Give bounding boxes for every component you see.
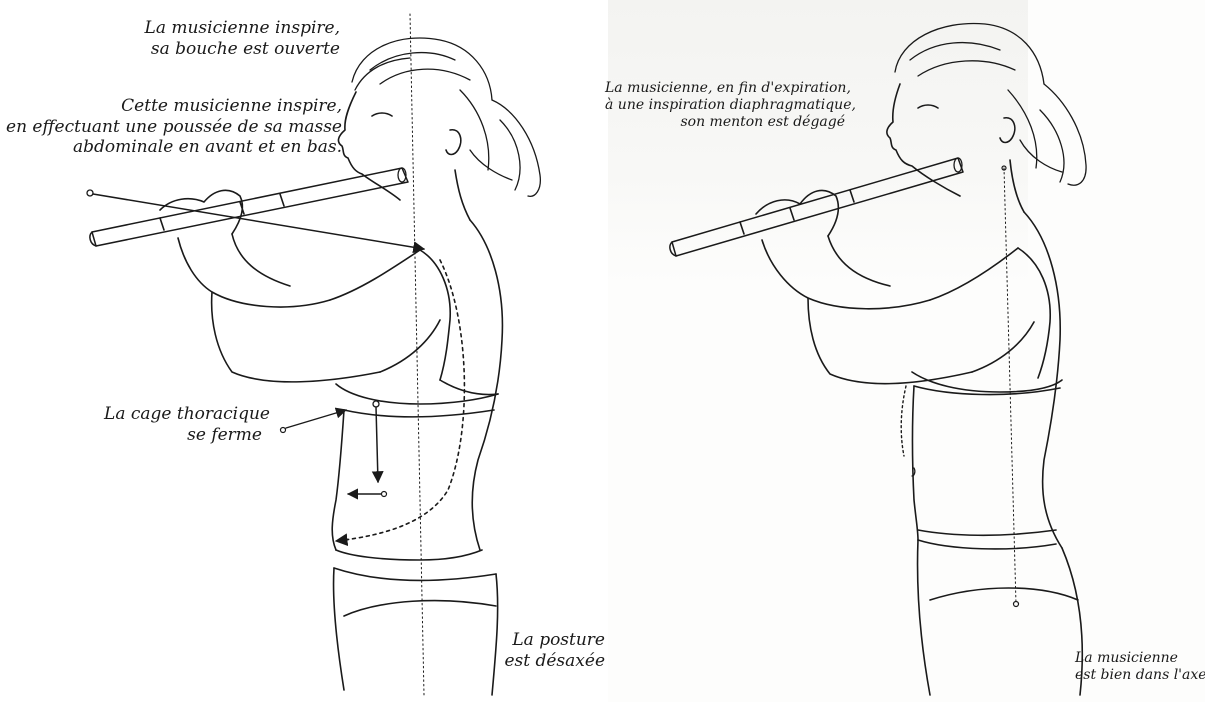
- left-descent-arrow: [376, 407, 378, 482]
- caption-posture: La posture est désaxée: [495, 630, 605, 671]
- left-arrow-origin-dot: [87, 190, 93, 196]
- caption-abdominal-push-line-2: en effectuant une poussée de sa masse: [6, 117, 342, 138]
- caption-expiration: La musicienne, en fin d'expiration, à un…: [605, 80, 845, 131]
- left-torso: [332, 250, 498, 695]
- caption-abdominal-push-line-1: Cette musicienne inspire,: [6, 96, 342, 117]
- right-flute: [670, 158, 963, 256]
- caption-axis-line-1: La musicienne: [1075, 650, 1203, 667]
- caption-inspire-line-1: La musicienne inspire,: [120, 18, 340, 39]
- caption-expiration-line-1: La musicienne, en fin d'expiration,: [605, 80, 845, 97]
- left-ear: [446, 130, 461, 155]
- left-forward-dot: [382, 492, 387, 497]
- left-rib-label-dot: [281, 428, 286, 433]
- caption-posture-line-1: La posture: [495, 630, 605, 651]
- caption-axis: La musicienne est bien dans l'axe: [1075, 650, 1203, 684]
- right-back: [1024, 212, 1062, 548]
- right-torso: [912, 248, 1082, 695]
- right-arms: [756, 190, 1034, 383]
- right-neck: [1010, 160, 1024, 212]
- caption-posture-line-2: est désaxée: [495, 651, 605, 672]
- right-hair: [895, 23, 1086, 185]
- left-face-profile: [338, 92, 400, 200]
- caption-axis-line-2: est bien dans l'axe: [1075, 667, 1203, 684]
- caption-abdominal-push: Cette musicienne inspire, en effectuant …: [6, 96, 342, 158]
- left-dashed-curve-arrow: [336, 260, 464, 541]
- caption-rib-cage: La cage thoracique se ferme: [100, 404, 270, 445]
- caption-rib-cage-line-2: se ferme: [100, 425, 270, 446]
- left-neck: [455, 170, 470, 220]
- left-arms: [160, 190, 440, 382]
- right-eye: [918, 105, 938, 108]
- left-back: [470, 220, 502, 550]
- caption-rib-cage-line-1: La cage thoracique: [100, 404, 270, 425]
- right-face-profile: [887, 84, 960, 196]
- left-eye: [372, 113, 392, 116]
- left-flute: [90, 168, 408, 246]
- right-belly-dotted-curve: [901, 386, 906, 456]
- caption-expiration-line-2: à une inspiration diaphragmatique,: [605, 97, 845, 114]
- caption-inspire-line-2: sa bouche est ouverte: [120, 39, 340, 60]
- left-rib-closing-arrow: [286, 410, 346, 428]
- right-axis-bottom-dot: [1014, 602, 1019, 607]
- right-alignment-axis-line: [1004, 168, 1016, 604]
- caption-expiration-line-3: son menton est dégagé: [605, 114, 845, 131]
- caption-abdominal-push-line-3: abdominale en avant et en bas.: [6, 137, 342, 158]
- right-ear: [1000, 118, 1015, 143]
- left-descent-dot: [373, 401, 379, 407]
- caption-inspire: La musicienne inspire, sa bouche est ouv…: [120, 18, 340, 59]
